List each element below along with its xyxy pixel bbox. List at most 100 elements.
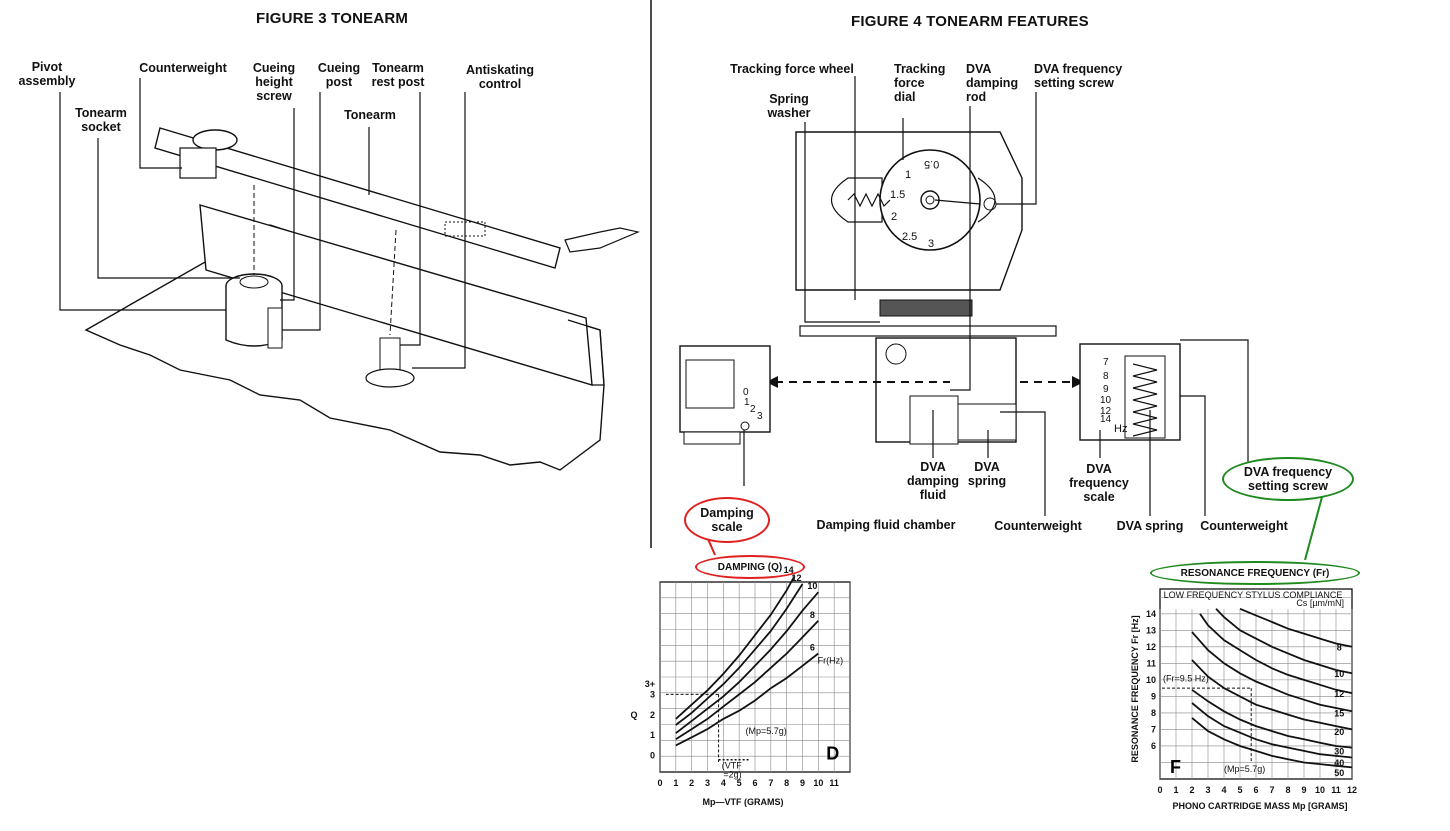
damping-scale-3: 3 <box>757 411 763 422</box>
label-tracking-force-wheel: Tracking force wheel <box>730 62 854 76</box>
resonance-x-tick: 7 <box>1269 785 1274 795</box>
dial-number-3: 3 <box>928 238 935 250</box>
resonance-x-tick: 5 <box>1237 785 1242 795</box>
resonance-series-label-20: 20 <box>1334 727 1344 737</box>
damping-x-tick: 9 <box>800 778 805 788</box>
damping-x-tick: 5 <box>737 778 742 788</box>
resonance-x-tick: 0 <box>1157 785 1162 795</box>
resonance-series-label-10: 10 <box>1334 669 1344 679</box>
resonance-x-tick: 8 <box>1285 785 1290 795</box>
resonance-series-label-8: 8 <box>1337 643 1342 653</box>
resonance-subtitle: LOW FREQUENCY STYLUS COMPLIANCE <box>1164 590 1343 600</box>
damping-x-tick: 6 <box>752 778 757 788</box>
resonance-y-tick: 10 <box>1146 675 1156 685</box>
label-dva-spring-right: DVA spring <box>1116 519 1184 533</box>
damping-y-label: Q <box>630 710 637 720</box>
damping-vtf-annotation-2: =2g) <box>723 769 741 779</box>
resonance-series-label-40: 40 <box>1334 758 1344 768</box>
label-dva-spring-center: DVA spring <box>967 460 1007 488</box>
damping-series-12 <box>675 583 804 726</box>
resonance-y-tick: 13 <box>1146 625 1156 635</box>
damping-scale-1: 1 <box>744 397 750 408</box>
label-dva-frequency-setting-screw-top: DVA frequency setting screw <box>1034 62 1123 90</box>
resonance-series-label-50: 50 <box>1334 768 1344 778</box>
resonance-series-40 <box>1191 702 1353 759</box>
label-dva-frequency-scale: DVA frequency scale <box>1069 462 1129 504</box>
freq-scale-7: 7 <box>1103 357 1109 368</box>
label-spring-washer: Spring washer <box>767 92 811 120</box>
damping-series-label-8: 8 <box>810 610 815 620</box>
damping-x-tick: 4 <box>721 778 726 788</box>
resonance-x-tick: 4 <box>1221 785 1226 795</box>
damping-scale-2: 2 <box>750 404 756 415</box>
resonance-x-tick: 10 <box>1315 785 1325 795</box>
damping-x-tick: 8 <box>784 778 789 788</box>
damping-y-tick: 2 <box>650 710 655 720</box>
callout-dva-frequency-setting-screw: DVA frequency setting screw <box>1222 457 1354 501</box>
label-antiskating-control: Antiskating control <box>465 63 535 91</box>
resonance-series-30 <box>1191 689 1353 749</box>
figure3-title: FIGURE 3 TONEARM <box>256 10 409 27</box>
label-dva-damping-rod: DVA damping rod <box>966 62 1019 104</box>
resonance-y-tick: 8 <box>1151 708 1156 718</box>
resonance-y-tick: 14 <box>1146 609 1156 619</box>
damping-x-tick: 0 <box>657 778 662 788</box>
callout-damping-scale: Damping scale <box>684 497 770 543</box>
resonance-y-tick: 11 <box>1146 658 1156 668</box>
damping-y-tick: 3 <box>650 689 655 699</box>
dial-number-1-5: 1.5 <box>890 189 906 201</box>
damping-series-label-10: 10 <box>807 581 817 591</box>
damping-y-tick: 1 <box>650 730 655 740</box>
freq-scale-8: 8 <box>1103 371 1109 382</box>
dial-number-1: 1 <box>905 169 912 181</box>
resonance-series-8 <box>1239 607 1353 648</box>
label-counterweight-right: Counterweight <box>1200 519 1288 533</box>
freq-scale-unit: Hz <box>1114 423 1128 435</box>
figure4-title: FIGURE 4 TONEARM FEATURES <box>851 13 1089 30</box>
resonance-y-tick: 7 <box>1151 724 1156 734</box>
resonance-y-label: RESONANCE FREQUENCY Fr [Hz] <box>1130 615 1140 762</box>
resonance-series-20 <box>1191 659 1353 731</box>
damping-panel-letter: D <box>826 744 839 764</box>
label-damping-fluid-chamber: Damping fluid chamber <box>816 518 956 532</box>
damping-series-6 <box>675 652 819 747</box>
resonance-fr-annotation: (Fr=9.5 Hz) <box>1163 674 1209 684</box>
damping-x-tick: 1 <box>673 778 678 788</box>
freq-scale-9: 9 <box>1103 384 1109 395</box>
resonance-series-label-15: 15 <box>1334 709 1344 719</box>
damping-vtf-annotation: (VTF <box>722 760 742 770</box>
damping-scale-0: 0 <box>743 387 749 398</box>
resonance-series-50 <box>1191 717 1353 769</box>
damping-x-tick: 3 <box>705 778 710 788</box>
damping-x-label: Mp—VTF (GRAMS) <box>703 797 784 807</box>
damping-series-unit: Fr(Hz) <box>818 656 844 666</box>
freq-scale-12: 12 <box>1100 406 1112 417</box>
damping-y-tick: 3+ <box>645 679 655 689</box>
freq-scale-10: 10 <box>1100 395 1112 406</box>
label-pivot-assembly: Pivot assembly <box>18 60 76 88</box>
resonance-x-tick: 2 <box>1189 785 1194 795</box>
label-counterweight: Counterweight <box>139 61 227 75</box>
damping-chart-title: DAMPING (Q) <box>695 555 805 579</box>
damping-series-14 <box>675 575 796 720</box>
dial-number-2-5: 2.5 <box>902 231 918 243</box>
resonance-series-label-30: 30 <box>1334 747 1344 757</box>
resonance-series-label-12: 12 <box>1334 689 1344 699</box>
label-cueing-height-screw: Cueing height screw <box>252 61 296 103</box>
resonance-panel-letter: F <box>1170 757 1181 777</box>
label-tonearm-socket: Tonearm socket <box>75 106 127 134</box>
damping-x-tick: 11 <box>829 778 839 788</box>
resonance-x-tick: 11 <box>1331 785 1341 795</box>
label-tracking-force-dial: Tracking force dial <box>894 62 946 104</box>
damping-x-tick: 2 <box>689 778 694 788</box>
resonance-y-tick: 12 <box>1146 642 1156 652</box>
resonance-x-tick: 12 <box>1347 785 1357 795</box>
resonance-series-12 <box>1199 613 1353 694</box>
label-counterweight-center: Counterweight <box>994 519 1082 533</box>
damping-x-tick: 10 <box>813 778 823 788</box>
damping-mp-annotation: (Mp=5.7g) <box>746 726 787 736</box>
